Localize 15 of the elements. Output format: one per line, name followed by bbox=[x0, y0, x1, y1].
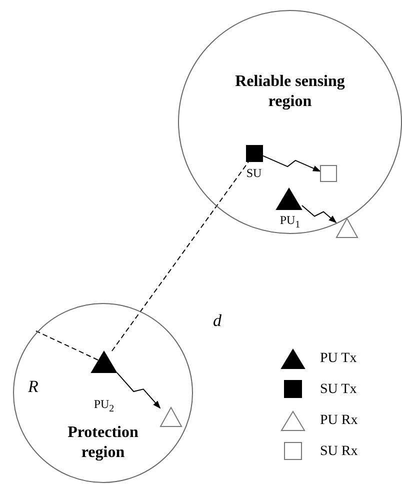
node-label: SU bbox=[246, 167, 262, 179]
signal-arrow bbox=[302, 205, 337, 224]
distance-line bbox=[111, 162, 249, 352]
node-label: PU$_{2}$ bbox=[94, 398, 114, 414]
region-title: Reliable sensing region bbox=[234, 72, 346, 112]
node-label: PU$_{1}$ bbox=[280, 214, 300, 230]
legend-label: SU Tx bbox=[320, 383, 357, 397]
signal-arrow bbox=[262, 155, 321, 172]
legend-label: SU Rx bbox=[320, 445, 358, 459]
edge-label: d bbox=[213, 312, 222, 329]
legend-label: PU Rx bbox=[320, 414, 358, 428]
signal-arrow bbox=[116, 372, 161, 409]
region-title: Protection region bbox=[66, 423, 140, 463]
dimension-label: R bbox=[28, 378, 38, 395]
legend-label: PU Tx bbox=[320, 352, 357, 366]
